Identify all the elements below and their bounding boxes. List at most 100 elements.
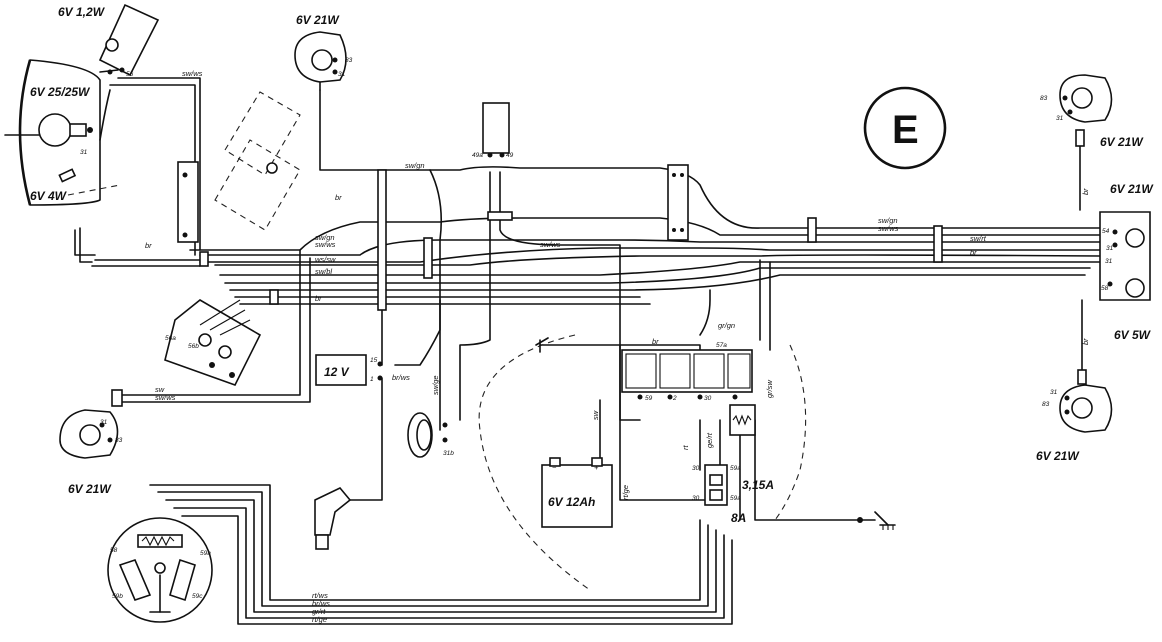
rear-lamp-label: 6V 21W <box>1110 182 1154 196</box>
rear-right-indicator <box>1059 74 1113 123</box>
jbox-terminal-2: 2 <box>672 395 677 402</box>
light-switch-assembly <box>164 299 262 386</box>
headlamp-bulb-label: 6V 25/25W <box>30 85 91 99</box>
fr-terminal-31: 31 <box>338 71 346 78</box>
wire-label-br-rear-top: br <box>1081 188 1090 195</box>
rr-terminal-31: 31 <box>1056 115 1064 122</box>
wire-label-ws-sw: ws/sw <box>315 255 336 264</box>
wire-label-sw-ws-right: sw/ws <box>878 224 899 233</box>
wire-label-br-left: br <box>145 241 152 250</box>
wire-label-br-ws-coil: br/ws <box>392 373 410 382</box>
front-left-indicator-label: 6V 21W <box>68 482 112 496</box>
fuse-terminal-30-a: 30 <box>692 465 700 472</box>
junction-box <box>621 349 756 436</box>
wire-label-br-top: br <box>335 193 342 202</box>
jbox-terminal-57a: 57a <box>716 342 727 349</box>
flasher-terminal-49: 49 <box>506 152 514 159</box>
rear-left-indicator-label: 6V 21W <box>1036 449 1080 463</box>
wire-label-rt-ge-battery: rt/ge <box>621 485 630 500</box>
wire-label-sw-gn-right: sw/gn <box>878 216 898 225</box>
wire-label-sw-ws-mid: sw/ws <box>315 240 336 249</box>
diagram-letter: E <box>892 108 919 152</box>
tail-terminal-31b: 31 <box>1105 258 1113 265</box>
wire-label-sw-ge: sw/ge <box>431 375 440 395</box>
fuse-terminal-30-b: 30 <box>692 495 700 502</box>
wire-label-gr-sw: gr/sw <box>765 379 774 398</box>
spark-plug-cap <box>314 487 352 550</box>
tail-stop-lamp <box>1099 211 1151 301</box>
jbox-terminal-59: 59 <box>645 395 653 402</box>
magneto-terminal-59c: 59c <box>192 593 203 600</box>
tail-terminal-54: 54 <box>1102 228 1110 235</box>
fuse-holder <box>704 464 728 506</box>
ignition-coil <box>315 354 383 386</box>
flasher-terminal-49a: 49a <box>472 152 483 159</box>
headlamp-terminal-31: 31 <box>80 149 88 156</box>
front-right-indicator-label: 6V 21W <box>296 13 340 27</box>
battery-label: 6V 12Ah <box>548 495 595 509</box>
coil-terminal-1: 1 <box>370 376 374 383</box>
wire-label-rt-ge-bottom: rt/ge <box>312 615 327 624</box>
switch-terminal-56b: 56b <box>188 343 199 350</box>
speedo-bulb <box>98 3 160 77</box>
wire-label-br-right: br <box>970 248 977 257</box>
tank-outline-left <box>478 334 591 591</box>
front-right-indicator <box>294 31 347 91</box>
fuse-terminal-59a-b: 59a <box>730 495 741 502</box>
switch-terminal-56a: 56a <box>165 335 176 342</box>
rear-left-indicator <box>1059 384 1113 433</box>
wire-label-sw-left: sw <box>155 385 165 394</box>
wire-label-br-rear-bottom: br <box>1081 338 1090 345</box>
diagram-letter-circle <box>863 86 947 170</box>
wire-label-rt-ws-bottom: rt/ws <box>312 591 328 600</box>
battery-plus: + <box>594 463 599 472</box>
coil-terminal-15: 15 <box>370 357 378 364</box>
harness-sleeves <box>111 129 1087 407</box>
fuse-small-label: 3,15A <box>742 478 774 492</box>
magneto <box>107 517 213 623</box>
tail-terminal-31: 31 <box>1106 245 1114 252</box>
battery <box>541 457 613 528</box>
wire-label-br-ws-bottom: br/ws <box>312 599 330 608</box>
wire-label-sw-rt-right: sw/rt <box>970 234 987 243</box>
wire-label-sw-ws-center: sw/ws <box>540 240 561 249</box>
speedo-terminal-56: 56 <box>126 71 134 78</box>
rl-terminal-83: 83 <box>1042 401 1050 408</box>
fuse-terminal-59a-a: 59a <box>730 465 741 472</box>
magneto-terminal-59a: 59a <box>200 550 211 557</box>
wire-label-rt-jbox: rt <box>681 445 690 450</box>
wire-label-sw-gn-top: sw/gn <box>405 161 425 170</box>
horn <box>407 412 448 458</box>
headlamp <box>4 59 121 206</box>
front-left-indicator <box>59 409 119 459</box>
horn-terminal-31b: 31b <box>443 450 454 457</box>
wire-label-ge-rt: ge/rt <box>705 432 714 448</box>
wire-label-br-mid: br <box>315 294 322 303</box>
stop-tail-bulb-label: 6V 5W <box>1114 328 1152 342</box>
fl-terminal-83: 83 <box>115 437 123 444</box>
magneto-terminal-59b: 59b <box>112 593 123 600</box>
wire-label-sw-bl: sw/bl <box>315 267 332 276</box>
rr-terminal-83: 83 <box>1040 95 1048 102</box>
wire-label-sw-battery: sw <box>591 410 600 420</box>
wiring-harness <box>74 77 1131 625</box>
flasher-relay <box>482 102 510 158</box>
rl-terminal-31: 31 <box>1050 389 1058 396</box>
handlebar-switch <box>177 91 301 243</box>
fr-terminal-83: 83 <box>345 57 353 64</box>
neutral-switch <box>857 511 896 530</box>
wire-label-sw-ws-left: sw/ws <box>155 393 176 402</box>
wire-label-gr-gn: gr/gn <box>718 321 735 330</box>
fl-terminal-31: 31 <box>100 419 108 426</box>
speedo-bulb-label: 6V 1,2W <box>58 5 106 19</box>
rear-right-indicator-label: 6V 21W <box>1100 135 1144 149</box>
wire-label-gr-rt-bottom: gr/rt <box>312 607 326 616</box>
jbox-terminal-30: 30 <box>704 395 712 402</box>
parking-bulb-label: 6V 4W <box>30 189 68 203</box>
wire-label-sw-ws-top: sw/ws <box>182 69 203 78</box>
tail-terminal-58: 58 <box>1101 285 1109 292</box>
ground-switch <box>535 337 549 353</box>
connector-block-center <box>667 164 689 241</box>
coil-label: 12 V <box>324 365 350 379</box>
